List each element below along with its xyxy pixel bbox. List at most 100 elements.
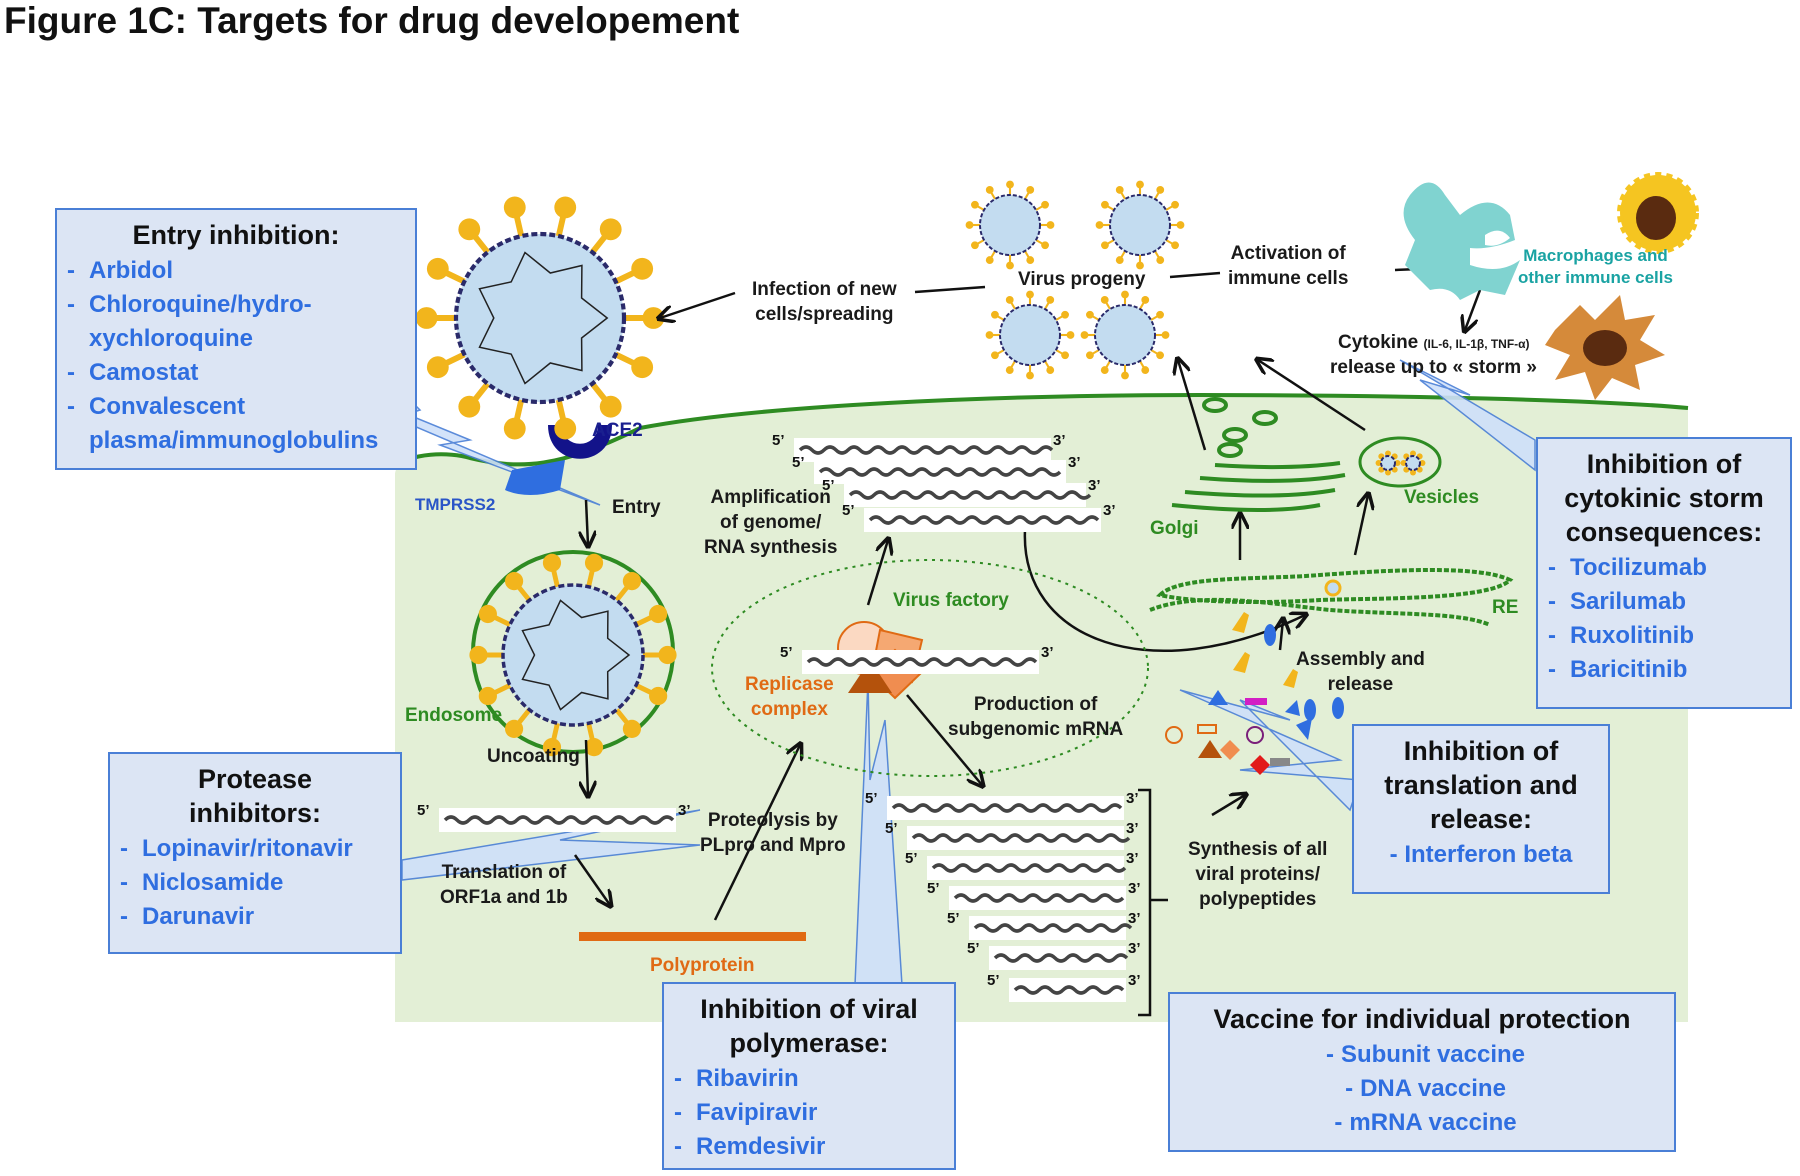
rna-backdrop: [844, 483, 1086, 507]
label-cytokine: Cytokine (IL-6, IL-1β, TNF-α): [1338, 330, 1530, 357]
virus-spike-head: [478, 686, 497, 706]
virus-spike-head: [1391, 466, 1398, 473]
rna-strand: [1013, 985, 1125, 995]
virus-spike-head: [1156, 186, 1165, 194]
virus-spike-head: [1419, 460, 1426, 466]
dendritic-cell: [1545, 295, 1665, 400]
label-ace2: ACE2: [592, 420, 643, 441]
virus-envelope: [453, 231, 627, 405]
virus-spike-head: [599, 218, 622, 241]
virus-spike-head: [1141, 296, 1150, 304]
label-production-subgenomic: Production of subgenomic mRNA: [948, 694, 1124, 740]
virus-spike-head: [415, 307, 438, 329]
arrow-subgenomic: [906, 694, 982, 785]
rna-strand: [953, 893, 1125, 903]
virus-spike-head: [1410, 469, 1416, 476]
virus-spike-head: [1378, 466, 1385, 473]
virus-envelope: [1109, 194, 1171, 256]
virus-spike-head: [1403, 466, 1410, 473]
virus-spike-head: [1086, 310, 1094, 319]
virus-spike-head: [1041, 241, 1049, 250]
virus-spike-head: [1100, 366, 1109, 374]
rna-strand: [798, 445, 1054, 455]
virus-spike-head: [1171, 200, 1179, 209]
virus-progeny-group: [965, 180, 1185, 380]
subgenomic-bracket: [1138, 788, 1152, 1017]
virus-spike-head: [1041, 200, 1049, 209]
label-uncoating: Uncoating: [487, 746, 580, 767]
virus-spike-head: [554, 417, 577, 440]
rna-backdrop: [864, 508, 1101, 532]
entry-drug: plasma/immunoglobulins: [89, 427, 379, 454]
label-entry: Entry: [612, 497, 661, 518]
rna-strand: [806, 657, 1038, 667]
virus-in-re: [1324, 579, 1342, 597]
virus-spike-head: [1375, 460, 1382, 466]
translation-drug-list: - Interferon beta: [1364, 838, 1598, 872]
vaccine-item: -Subunit vaccine: [1325, 1041, 1526, 1068]
virus-spike-head: [1410, 450, 1416, 457]
virus-spike-head: [1121, 371, 1129, 380]
entry-drug: -Convalescent: [67, 393, 246, 420]
virus-spike-head: [631, 257, 654, 280]
rna-backdrop: [907, 826, 1124, 850]
virus-spike-head: [469, 645, 488, 665]
entry-drug: -Arbidol: [67, 257, 173, 284]
rna-end-label: 3’: [1126, 790, 1139, 807]
box-viral-polymerase: Inhibition of viral polymerase: -Ribavir…: [662, 982, 956, 1170]
virus-spike-head: [658, 645, 677, 665]
virus-spike-head: [1385, 469, 1391, 476]
virus-in-endosome: [469, 553, 677, 757]
vaccine-list: -Subunit vaccine -DNA vaccine -mRNA vacc…: [1180, 1038, 1664, 1140]
label-amplification: Amplification of genome/ RNA synthesis: [704, 487, 838, 558]
rna-end-label: 3’: [1126, 850, 1139, 867]
rna-end-label: 5’: [967, 940, 980, 957]
rna-strand: [868, 515, 1100, 525]
golgi-apparatus: [1171, 397, 1346, 512]
virus-particle-entering: [415, 196, 665, 440]
virus-spike-head: [1006, 261, 1014, 270]
label-vesicles: Vesicles: [1404, 487, 1480, 508]
entry-box-title: Entry inhibition:: [132, 220, 340, 250]
virus-envelope: [1405, 455, 1421, 471]
box-vaccine: Vaccine for individual protection -Subun…: [1168, 992, 1676, 1152]
protease-drug: -Lopinavir/ritonavir: [120, 835, 353, 862]
virus-spike-head: [649, 604, 668, 624]
virus-spike-head: [1026, 371, 1034, 380]
virus-spike-head: [1046, 221, 1055, 229]
virus-spike-head: [458, 395, 481, 418]
virus-spike-head: [584, 553, 604, 572]
virus-genome: [478, 251, 609, 385]
arrow-infection: [660, 291, 736, 318]
virus-spike-head: [1086, 351, 1094, 360]
label-re: RE: [1492, 597, 1519, 618]
virus-spike-head: [1136, 261, 1144, 270]
virus-spike-head: [542, 553, 562, 572]
virus-envelope: [979, 194, 1041, 256]
virus-spike-head: [599, 395, 622, 418]
vaccine-item: -DNA vaccine: [1345, 1075, 1506, 1102]
rna-end-label: 5’: [987, 972, 1000, 989]
rna-end-label: 5’: [885, 820, 898, 837]
virus-spike-head: [1026, 256, 1035, 264]
cytokinic-drug: -Sarilumab: [1548, 588, 1687, 615]
virus-genome: [521, 599, 631, 711]
virus-envelope: [1094, 304, 1156, 366]
virus-spike-head: [426, 257, 449, 280]
rna-backdrop: [802, 650, 1039, 674]
protease-box-title-1: Protease: [197, 764, 313, 794]
rough-er: [1149, 568, 1514, 627]
rna-strand: [931, 863, 1127, 873]
cytokinic-drug-list: -Tocilizumab -Sarilumab -Ruxolitinib -Ba…: [1548, 551, 1780, 687]
virus-spike-head: [1156, 351, 1164, 360]
vaccine-item: -mRNA vaccine: [1334, 1109, 1517, 1136]
virus-spike-head: [1046, 366, 1055, 374]
rna-strand: [848, 490, 1092, 500]
virus-spike-head: [1095, 221, 1104, 229]
virus-spike-head: [622, 719, 642, 738]
virus-factory-region: [711, 559, 1149, 777]
label-macrophages: Macrophages and other immune cells: [1518, 246, 1673, 287]
rna-strand: [891, 803, 1123, 813]
virus-spike-head: [1026, 186, 1035, 194]
